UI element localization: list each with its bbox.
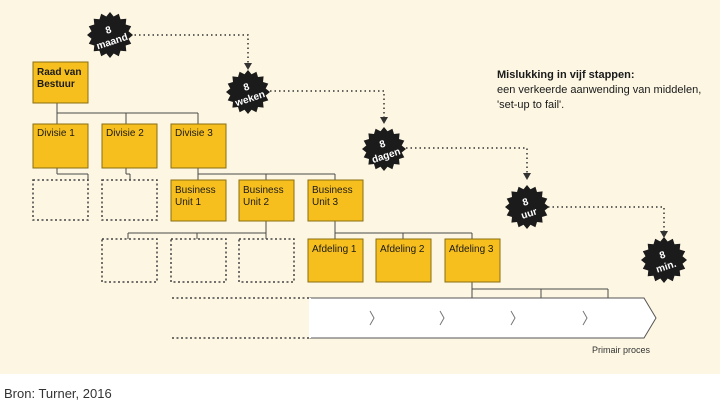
badge-connectors bbox=[130, 34, 665, 232]
department-label: Afdeling 2 bbox=[380, 244, 425, 255]
box-department-3 bbox=[444, 238, 501, 283]
process-chevron bbox=[369, 310, 375, 326]
box-division-2 bbox=[101, 123, 158, 169]
division-label: Divisie 2 bbox=[106, 128, 144, 139]
source-credit: Bron: Turner, 2016 bbox=[4, 386, 112, 401]
caption-line-2: 'set-up to fail'. bbox=[497, 99, 564, 111]
placeholder-box bbox=[101, 179, 158, 221]
box-board bbox=[32, 61, 89, 104]
department-label: Afdeling 1 bbox=[312, 244, 357, 255]
placeholder-box bbox=[238, 238, 295, 283]
primary-process: Primair proces bbox=[172, 297, 657, 355]
placeholder-box bbox=[170, 238, 227, 283]
badge-number: 8 bbox=[242, 81, 251, 93]
starburst-shape bbox=[226, 70, 270, 114]
box-department-1 bbox=[307, 238, 364, 283]
process-chevrons bbox=[369, 310, 588, 326]
org-boxes bbox=[32, 61, 501, 283]
box-division-1 bbox=[32, 123, 89, 169]
process-chevron bbox=[510, 310, 516, 326]
box-business-unit-3 bbox=[307, 179, 364, 222]
starburst-shape bbox=[505, 185, 549, 229]
process-arrow-shape bbox=[309, 297, 657, 339]
process-chevron bbox=[439, 310, 445, 326]
badge-number: 8 bbox=[378, 138, 387, 150]
badge-unit: uur bbox=[520, 206, 539, 221]
process-chevron bbox=[582, 310, 588, 326]
arrowheads bbox=[244, 63, 668, 238]
box-division-3 bbox=[170, 123, 227, 169]
division-label: Divisie 3 bbox=[175, 128, 213, 139]
starburst-shape bbox=[362, 127, 406, 171]
box-department-2 bbox=[375, 238, 432, 283]
box-business-unit-1 bbox=[170, 179, 227, 222]
placeholder-box bbox=[32, 179, 89, 221]
box-business-unit-2 bbox=[238, 179, 295, 222]
starburst-shape bbox=[641, 237, 687, 283]
badge-number: 8 bbox=[104, 24, 113, 36]
starburst-shape bbox=[87, 12, 133, 58]
tree-connectors bbox=[56, 103, 609, 298]
division-label: Divisie 1 bbox=[37, 128, 75, 139]
badge-number: 8 bbox=[658, 249, 667, 261]
caption: Mislukking in vijf stappen: een verkeerd… bbox=[497, 69, 701, 111]
badge-number: 8 bbox=[521, 196, 530, 208]
caption-line-1: een verkeerde aanwending van middelen, bbox=[497, 84, 701, 96]
process-label: Primair proces bbox=[592, 345, 651, 355]
placeholder-boxes bbox=[32, 179, 295, 283]
department-label: Afdeling 3 bbox=[449, 244, 494, 255]
placeholder-box bbox=[101, 238, 158, 283]
caption-title: Mislukking in vijf stappen: bbox=[497, 69, 635, 81]
